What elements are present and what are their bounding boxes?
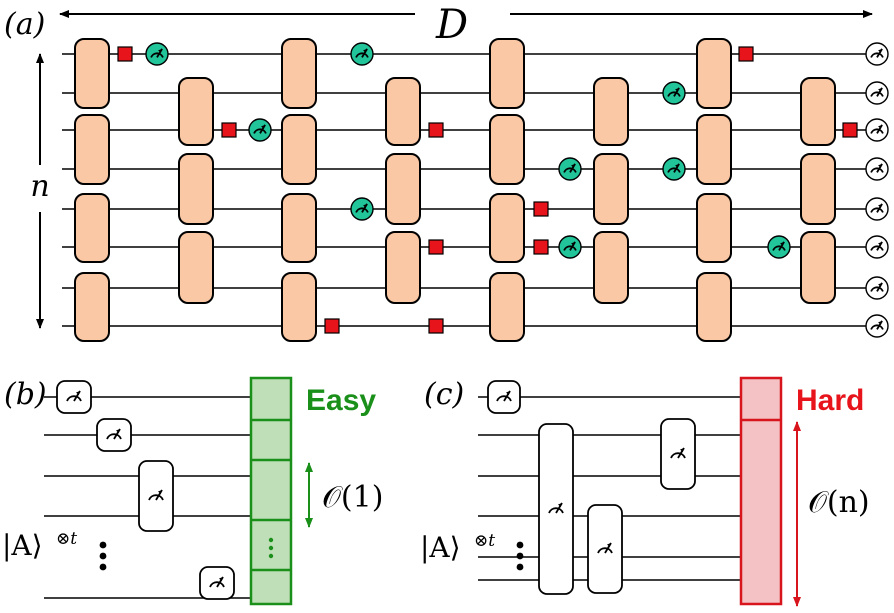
two-qubit-gate <box>696 114 732 185</box>
easy-scaling: 𝒪(1) <box>322 480 383 515</box>
panel-c-label: (c) <box>424 377 464 412</box>
final-measurements <box>865 42 889 338</box>
panel-a-label: (a) <box>4 7 45 42</box>
panel-c-measurements <box>487 380 696 595</box>
magic-state-label: |A⟩ <box>2 529 43 562</box>
easy-label: Easy <box>306 384 376 417</box>
red-square <box>842 122 858 138</box>
panel-b: (b) |A⟩ ⊗t Easy 𝒪(1) <box>2 376 383 606</box>
final-measurement-icon <box>865 276 889 300</box>
depth-label: D <box>435 2 468 48</box>
panel-a: (a) D n <box>4 2 889 342</box>
two-qubit-gate <box>800 231 836 304</box>
two-qubit-gate <box>281 272 317 342</box>
mid-circuit-measurements <box>145 42 791 259</box>
measurement-box-icon <box>587 504 623 594</box>
measurement-box-icon <box>56 380 92 414</box>
two-qubit-gate <box>593 231 629 304</box>
measurement-box-icon <box>538 423 574 595</box>
two-qubit-gate <box>593 77 629 146</box>
measurement-icon <box>558 235 582 259</box>
two-qubit-gate <box>74 193 110 263</box>
two-qubit-gate <box>696 38 732 109</box>
red-square <box>221 122 237 138</box>
easy-register-bar <box>249 376 293 606</box>
red-square <box>117 46 133 62</box>
red-square <box>533 239 549 255</box>
hard-scaling: 𝒪(n) <box>808 485 870 520</box>
panel-b-measurements <box>56 380 235 600</box>
panel-c: (c) |A⟩ ⊗t Hard 𝒪(n) <box>420 376 870 607</box>
two-qubit-gate <box>385 231 421 304</box>
measurement-box-icon <box>487 380 521 414</box>
hard-label: Hard <box>796 384 864 417</box>
measurement-box-icon <box>199 566 235 600</box>
two-qubit-gate <box>385 153 421 225</box>
two-qubit-gate <box>74 38 110 109</box>
width-label: n <box>30 169 49 204</box>
measurement-icon <box>767 235 791 259</box>
measurement-box-icon <box>660 418 696 490</box>
final-measurement-icon <box>865 118 889 142</box>
magic-state-label-c: |A⟩ <box>420 531 461 564</box>
two-qubit-gate <box>281 114 317 185</box>
measurement-icon <box>350 42 374 66</box>
two-qubit-gate <box>489 272 525 342</box>
red-square <box>428 239 444 255</box>
red-square <box>428 318 444 334</box>
two-qubit-gate <box>74 272 110 342</box>
two-qubit-gate <box>281 38 317 109</box>
final-measurement-icon <box>865 235 889 259</box>
red-square <box>533 201 549 217</box>
two-qubit-gates <box>74 38 836 342</box>
panel-b-label: (b) <box>4 377 47 412</box>
two-qubit-gate <box>489 193 525 263</box>
measurement-icon <box>662 81 686 105</box>
measurement-icon <box>248 118 272 142</box>
two-qubit-gate <box>74 114 110 185</box>
red-square <box>428 122 444 138</box>
vertical-ellipsis-icon <box>99 541 107 571</box>
two-qubit-gate <box>281 193 317 263</box>
final-measurement-icon <box>865 157 889 181</box>
two-qubit-gate <box>696 193 732 263</box>
final-measurement-icon <box>865 42 889 66</box>
red-squares <box>117 46 858 334</box>
final-measurement-icon <box>865 314 889 338</box>
measurement-box-icon <box>96 418 132 452</box>
final-measurement-icon <box>865 197 889 221</box>
two-qubit-gate <box>696 272 732 342</box>
magic-state-power-c: ⊗t <box>474 531 495 551</box>
two-qubit-gate <box>489 114 525 185</box>
two-qubit-gate <box>800 153 836 225</box>
vertical-ellipsis-icon-c <box>516 541 524 571</box>
two-qubit-gate <box>178 77 214 146</box>
measurement-icon <box>350 197 374 221</box>
measurement-icon <box>662 157 686 181</box>
measurement-icon <box>145 42 169 66</box>
two-qubit-gate <box>800 77 836 146</box>
measurement-icon <box>558 157 582 181</box>
two-qubit-gate <box>385 77 421 146</box>
two-qubit-gate <box>178 153 214 225</box>
magic-state-power: ⊗t <box>56 529 77 549</box>
two-qubit-gate <box>178 231 214 304</box>
red-square <box>324 318 340 334</box>
two-qubit-gate <box>593 153 629 225</box>
hard-register-bar <box>739 376 783 606</box>
measurement-box-icon <box>138 460 174 532</box>
final-measurement-icon <box>865 81 889 105</box>
red-square <box>738 46 754 62</box>
two-qubit-gate <box>489 38 525 109</box>
